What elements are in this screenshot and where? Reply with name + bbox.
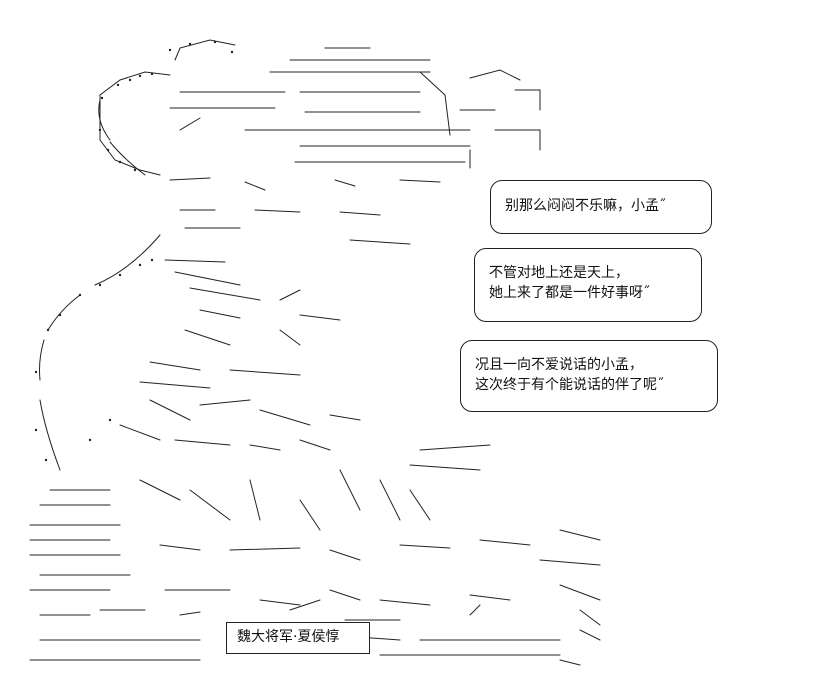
art-stroke xyxy=(119,424,491,471)
bubble-1-line-1: 别那么闷闷不乐嘛，小孟˝ xyxy=(505,198,666,214)
art-stroke xyxy=(139,361,361,426)
art-stroke xyxy=(169,47,471,163)
art-dot xyxy=(78,293,82,297)
art-stroke xyxy=(164,584,601,606)
art-dot xyxy=(88,438,92,442)
art-dot xyxy=(138,74,142,78)
art-dot xyxy=(116,83,120,87)
art-dot xyxy=(213,40,217,44)
art-dot xyxy=(128,78,132,82)
art-dot xyxy=(100,96,104,100)
bubble-3-line-1: 况且一向不爱说话的小孟， xyxy=(475,357,643,373)
bubble-3-line-2: 这次终于有个能说话的伴了呢˝ xyxy=(475,377,664,393)
art-dot xyxy=(118,273,122,277)
art-stroke xyxy=(419,69,541,169)
art-dot xyxy=(188,42,192,46)
art-stroke xyxy=(29,489,131,591)
art-dot xyxy=(168,48,172,52)
art-dot xyxy=(133,168,137,172)
art-dot xyxy=(106,148,110,152)
art-stroke xyxy=(159,529,601,566)
art-stroke xyxy=(164,259,341,346)
bubble-2-line-1: 不管对地上还是天上， xyxy=(489,265,629,281)
art-stroke xyxy=(169,177,441,245)
art-dot xyxy=(58,313,62,317)
art-dot xyxy=(108,418,112,422)
art-dot xyxy=(150,258,154,262)
art-dot xyxy=(98,128,102,132)
art-dot xyxy=(34,370,38,374)
art-stroke xyxy=(39,99,161,471)
speech-bubble-3: 况且一向不爱说话的小孟， 这次终于有个能说话的伴了呢˝ xyxy=(460,340,718,412)
art-dot xyxy=(34,428,38,432)
art-dot xyxy=(46,328,50,332)
caption-text: 魏大将军·夏侯惇 xyxy=(237,629,340,645)
art-dot xyxy=(138,263,142,267)
art-stroke xyxy=(29,654,581,666)
speech-bubble-2: 不管对地上还是天上， 她上来了都是一件好事呀˝ xyxy=(474,248,702,322)
bubble-2-line-2: 她上来了都是一件好事呀˝ xyxy=(489,285,650,301)
art-dot xyxy=(118,160,122,164)
art-dot xyxy=(44,458,48,462)
art-dot xyxy=(230,50,234,54)
art-dot xyxy=(150,72,154,76)
art-dot xyxy=(98,283,102,287)
speech-bubble-1: 别那么闷闷不乐嘛，小孟˝ xyxy=(490,180,712,234)
art-stroke xyxy=(39,599,601,626)
character-caption: 魏大将军·夏侯惇 xyxy=(226,622,370,654)
art-stroke xyxy=(139,469,431,531)
